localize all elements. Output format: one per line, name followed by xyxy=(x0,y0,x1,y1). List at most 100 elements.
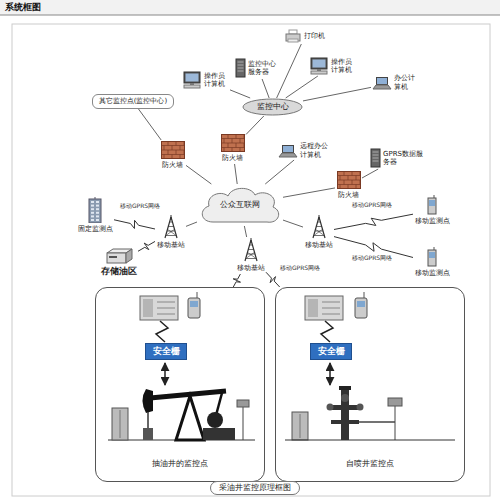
mobile-icon xyxy=(426,247,438,267)
rtu-device xyxy=(157,314,175,315)
wireless-link xyxy=(233,274,240,287)
gprs-module xyxy=(197,292,198,298)
wall-icon xyxy=(161,141,185,159)
sensor xyxy=(237,398,402,440)
network-line xyxy=(186,222,197,226)
node-label: 防火墙 xyxy=(162,161,183,169)
edge-label: 移动GPRS网络 xyxy=(351,201,393,208)
device-node: 办公计算机 xyxy=(371,73,420,92)
title-rule xyxy=(0,15,500,16)
edge-label: 移动GPRS网络 xyxy=(351,254,393,261)
server-icon xyxy=(235,58,246,78)
well-panel: 安全栅自喷井监控点 xyxy=(275,287,465,482)
safety-barrier: 安全栅 xyxy=(145,343,187,360)
caption: 采油井监控原理框图 xyxy=(210,481,300,495)
printer-icon xyxy=(284,29,302,43)
node-label: 固定监测点 xyxy=(78,225,113,233)
device-node: 移动监测点 xyxy=(413,246,451,279)
wellhead-tree xyxy=(339,386,351,390)
pump-jack xyxy=(143,389,154,413)
pump-jack xyxy=(143,428,153,440)
double-arrow xyxy=(165,363,330,385)
edge-label: 移动GPRS网络 xyxy=(279,264,321,271)
double-arrow xyxy=(329,363,331,385)
wireless-link xyxy=(138,241,155,251)
title-rule xyxy=(0,0,500,15)
building-icon xyxy=(85,197,105,223)
signal-zigzag xyxy=(156,321,333,342)
wellhead-tree xyxy=(285,440,455,441)
mobile-icon xyxy=(426,195,438,215)
network-line xyxy=(244,226,246,237)
rtu-device xyxy=(157,302,175,303)
node-label: 安全栅 xyxy=(152,346,180,357)
sensor xyxy=(395,402,396,440)
server-icon xyxy=(370,148,381,168)
node-label: GPRS数据服务器 xyxy=(383,150,425,167)
node-label: 打印机 xyxy=(304,32,325,40)
network-line xyxy=(230,90,250,98)
device-node: 防火墙 xyxy=(219,133,246,164)
node-label: 移动基站 xyxy=(305,241,333,249)
wellhead-tree xyxy=(341,394,349,402)
site-box: 其它监控点(监控中心) xyxy=(92,94,174,109)
gprs-module xyxy=(190,301,198,307)
network-line xyxy=(283,188,335,197)
device-node: 打印机 xyxy=(283,28,327,44)
node-label: 操作员计算机 xyxy=(204,72,228,89)
node-label: 移动监测点 xyxy=(415,217,450,225)
rtu-device xyxy=(143,299,153,317)
node-label: 监控中心 xyxy=(256,102,289,112)
wellhead-tree xyxy=(331,420,359,424)
node-label: 操作员计算机 xyxy=(331,58,355,75)
pc-icon xyxy=(182,71,202,89)
node-label: 移动基站 xyxy=(237,264,265,272)
network-line xyxy=(246,116,264,134)
gprs-module xyxy=(188,292,367,318)
wall-icon xyxy=(337,171,361,189)
rtu-device xyxy=(305,296,343,320)
control-cabinet xyxy=(292,412,308,440)
cloud-outline xyxy=(202,188,278,222)
node-label: 移动监测点 xyxy=(415,269,450,277)
node-label: 防火墙 xyxy=(338,191,359,199)
pc-icon xyxy=(309,57,329,75)
network-line xyxy=(262,79,269,98)
device-node: 防火墙 xyxy=(159,140,186,171)
network-line xyxy=(235,164,238,184)
device-node: 移动基站 xyxy=(235,237,266,274)
rtu-device xyxy=(157,308,175,309)
network-line xyxy=(186,165,211,184)
wellhead-tree xyxy=(357,404,364,411)
control-cabinet xyxy=(120,410,121,438)
rtu-device xyxy=(322,302,340,303)
safety-barrier: 安全栅 xyxy=(310,343,352,360)
device-node: 防火墙 xyxy=(335,170,362,201)
rtu-device xyxy=(322,314,340,315)
tower-icon xyxy=(310,215,328,239)
gprs-module xyxy=(355,298,367,318)
device-node: GPRS数据服务器 xyxy=(369,147,427,169)
network-line xyxy=(303,87,371,101)
frame xyxy=(12,24,490,496)
network-line xyxy=(362,169,378,178)
title-rule xyxy=(0,0,500,15)
node-label: 存储油区 xyxy=(101,266,137,277)
node-label: 远程办公计算机 xyxy=(300,142,332,159)
node-label: 公众互联网 xyxy=(220,200,260,210)
pump-jack xyxy=(108,389,255,440)
node-label: 其它监控点(监控中心) xyxy=(98,97,168,105)
pump-jack xyxy=(207,412,223,428)
network-line xyxy=(286,76,318,98)
gprs-module xyxy=(357,301,365,307)
wellhead-tree xyxy=(327,404,334,411)
storage-icon xyxy=(105,248,133,264)
gprs-module xyxy=(364,292,365,298)
rtu-device xyxy=(140,296,343,320)
wellhead-tree xyxy=(341,390,349,440)
device-node: 固定监测点 xyxy=(76,196,114,235)
device-node: 远程办公计算机 xyxy=(277,141,334,160)
center-ellipse: 监控中心 xyxy=(242,98,303,116)
node-label: 办公计算机 xyxy=(394,74,418,91)
